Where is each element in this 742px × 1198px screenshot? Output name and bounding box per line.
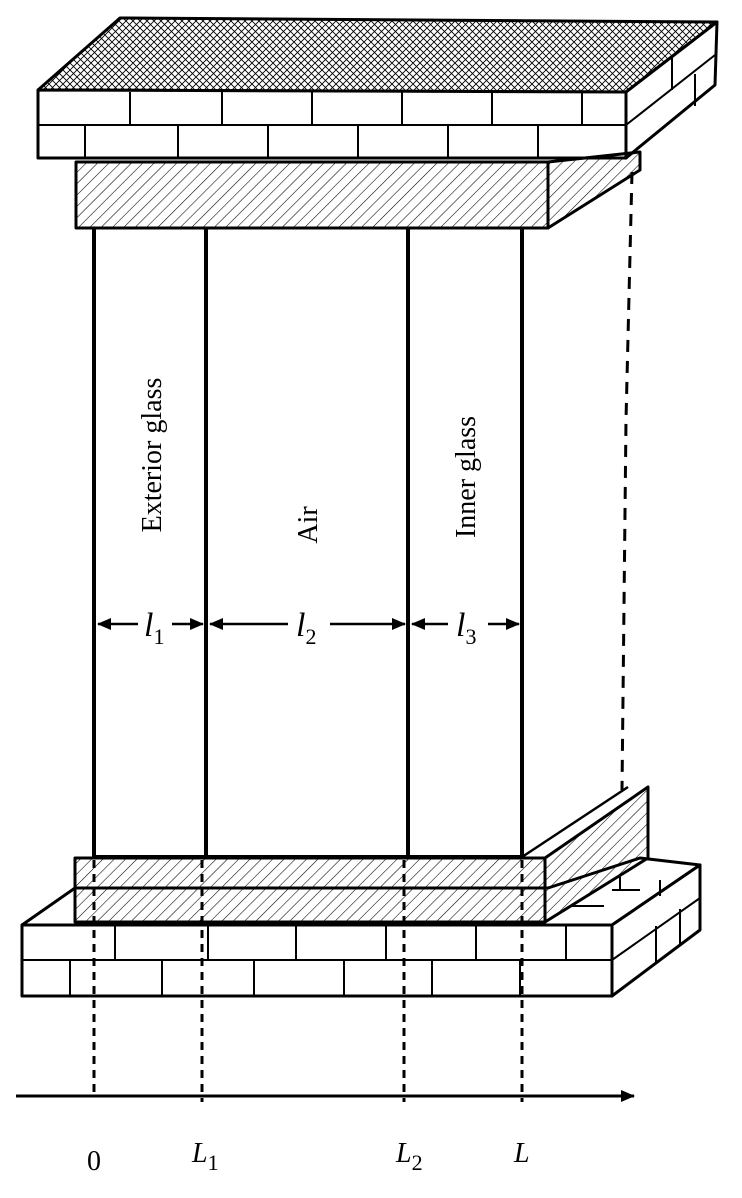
- axis-tick-label-L2: L2: [395, 1138, 423, 1175]
- layer-label-inner-glass: Inner glass: [451, 416, 482, 538]
- axis-tick-label-L1: L1: [191, 1138, 219, 1175]
- glazing: [92, 228, 524, 857]
- axis-tick-label-0: 0: [87, 1146, 101, 1177]
- bottom-base-bricks: [22, 877, 701, 996]
- top-frame-front: [74, 160, 550, 230]
- top-frame: [74, 150, 642, 230]
- top-cap-bricks: [38, 54, 716, 158]
- dimension-label-l3: l3: [456, 607, 476, 649]
- layer-label-exterior-glass: Exterior glass: [137, 378, 168, 533]
- bottom-frame: [73, 785, 650, 924]
- axis-tick-label-L: L: [513, 1138, 530, 1169]
- right-dashed-edge: [620, 171, 634, 791]
- dimension-label-l2: l2: [296, 607, 316, 649]
- top-frame-side: [546, 150, 642, 230]
- top-cap: [36, 16, 719, 160]
- bottom-frame-front: [73, 856, 547, 924]
- top-cap-roof: [36, 16, 719, 94]
- bottom-frame-side: [543, 785, 650, 924]
- projection-lines: [92, 860, 524, 1102]
- dimension-label-l1: l1: [144, 607, 164, 649]
- layer-label-air: Air: [293, 506, 324, 544]
